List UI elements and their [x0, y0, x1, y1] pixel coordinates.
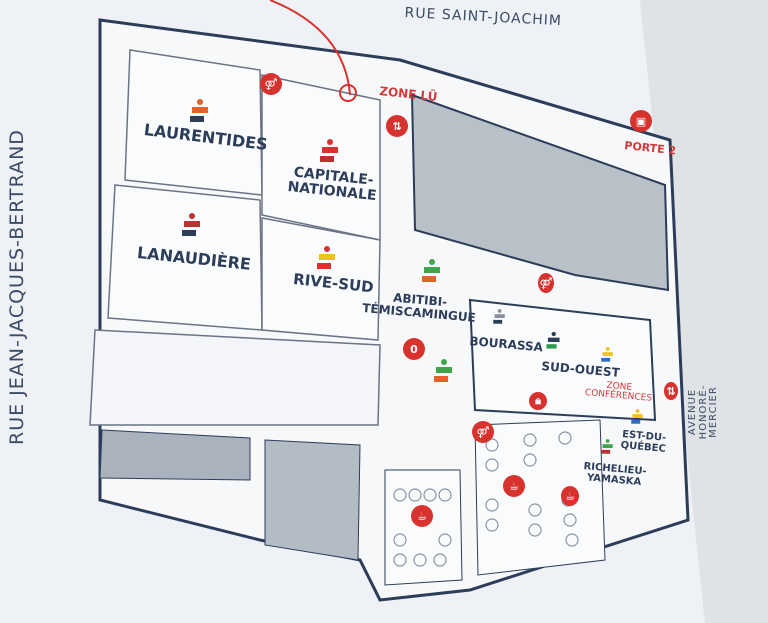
food-icon: ☕︎	[561, 486, 579, 506]
region-pictogram-icon	[601, 347, 613, 362]
region-pictogram-icon	[320, 139, 338, 162]
elevator-icon: ⇅	[664, 382, 678, 400]
region-pictogram-icon	[317, 246, 335, 269]
banquet-room-2	[474, 419, 606, 576]
banquet-room-1	[384, 469, 463, 586]
street-west: RUE JEAN-JACQUES-BERTRAND	[6, 129, 28, 445]
round-tables	[393, 431, 579, 567]
region-pictogram-icon	[190, 99, 208, 122]
bus-icon: ▣	[630, 110, 652, 132]
grey-block-stairs	[264, 439, 361, 561]
street-east: AVENUE HONORÉ-MERCIER	[687, 384, 719, 440]
region-pictogram-icon	[182, 213, 200, 236]
restroom-icon: ⚤	[260, 73, 282, 95]
region-pictogram-icon	[493, 309, 505, 324]
region-pictogram-icon	[631, 409, 643, 424]
region-pictogram-icon	[546, 331, 560, 349]
elevator-icon: ⇅	[386, 115, 408, 137]
info-icon: 0	[403, 338, 425, 360]
you-are-here-marker	[339, 84, 357, 102]
route-line	[269, 0, 351, 96]
region-pictogram-icon	[601, 439, 613, 454]
restroom-icon: ⚤	[538, 273, 554, 293]
food-icon: ☕︎	[411, 505, 433, 527]
restroom-icon: ⚤	[472, 421, 494, 443]
south-rooms	[89, 329, 381, 426]
hall-bourassa-sud-ouest	[468, 298, 657, 422]
service-area	[410, 93, 670, 292]
region-pictogram-icon	[422, 259, 440, 282]
lock-icon: 🔒︎	[529, 392, 547, 410]
food-icon: ☕︎	[503, 475, 525, 497]
region-est-du-quebec: EST-DU- QUÉBEC	[620, 429, 667, 455]
grey-block-sw	[99, 429, 251, 481]
hall-rive-sud	[261, 217, 381, 341]
region-pictogram-icon	[434, 359, 452, 382]
